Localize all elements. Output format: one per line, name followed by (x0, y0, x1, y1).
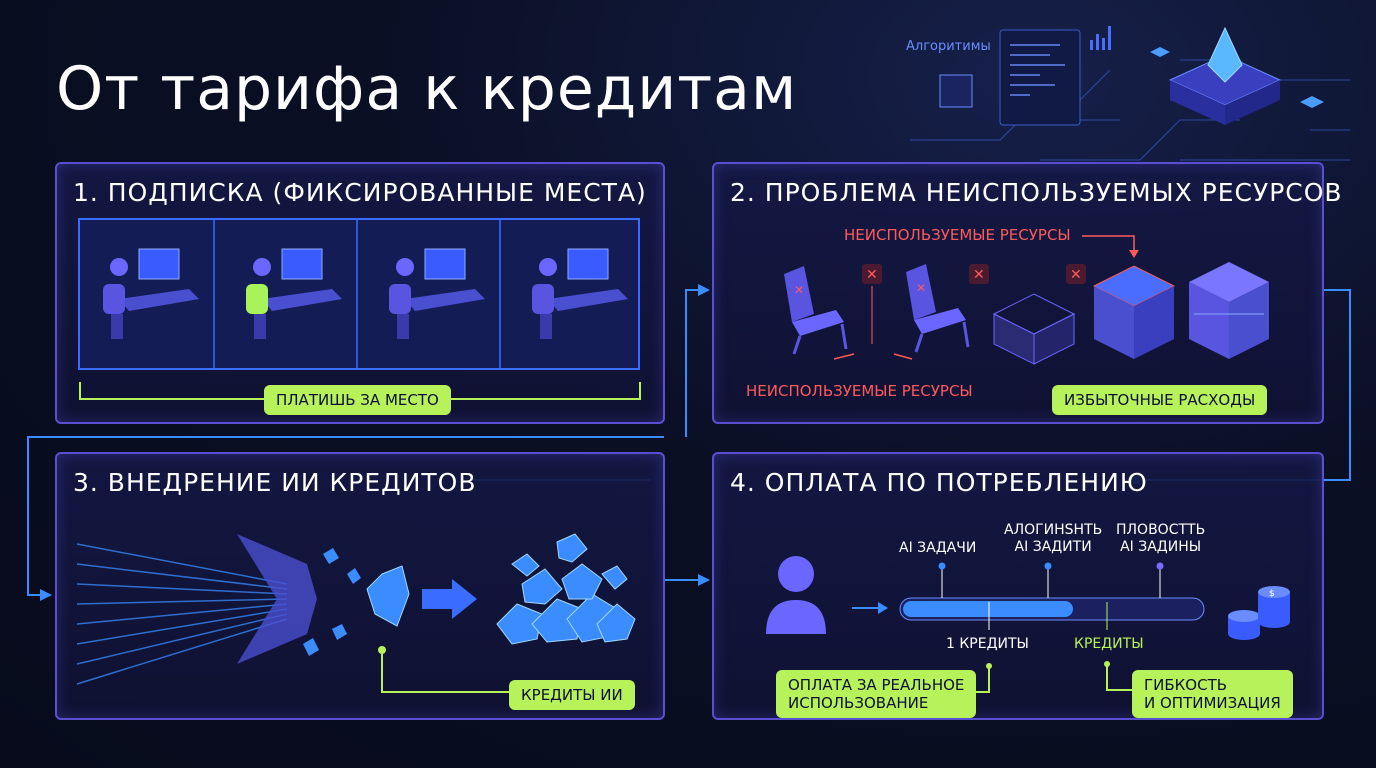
svg-text:$: $ (1269, 589, 1275, 599)
pay-per-seat-badge: ПЛАТИШЬ ЗА МЕСТО (264, 385, 451, 415)
panel-ai-credits-title: 3. ВНЕДРЕНИЕ ИИ КРЕДИТОВ (73, 468, 477, 497)
server-rack-icon (1189, 262, 1269, 359)
bar-chart-icon (1090, 26, 1111, 50)
page-title: От тарифа к кредитам (56, 54, 798, 124)
empty-server-icon (992, 293, 1076, 365)
algorithms-label: Алгоритимы (906, 39, 991, 54)
person-at-desk-icon (389, 248, 485, 339)
cube-icon (1300, 96, 1324, 108)
coin-stack-icon: $ (1228, 586, 1290, 640)
person-at-desk-icon (103, 248, 199, 339)
ai-credits-badge: КРЕДИТЫ ИИ (509, 680, 635, 710)
svg-text:✕: ✕ (973, 267, 985, 283)
panel-ai-credits: 3. ВНЕДРЕНИЕ ИИ КРЕДИТОВ (55, 452, 665, 720)
panel-pay-per-use: 4. ОПЛАТА ПО ПОТРЕБЛЕНИЮ AI ЗАДАЧИ АЛОГИ… (712, 452, 1324, 720)
pay-for-actual-use-line1: ОПЛАТА ЗА РЕАЛЬНОЕ (788, 676, 965, 694)
pay-for-actual-use-line2: ИСПОЛЬЗОВАНИЕ (788, 694, 929, 712)
partially-used-server-icon (1092, 265, 1176, 359)
panel-pay-per-use-title: 4. ОПЛАТА ПО ПОТРЕБЛЕНИЮ (730, 468, 1148, 497)
svg-text:✕: ✕ (1070, 267, 1082, 283)
svg-text:✕: ✕ (794, 283, 804, 297)
panel-subscription-title: 1. ПОДПИСКА (ФИКСИРОВАННЫЕ МЕСТА) (73, 178, 647, 207)
tech-illustration: Алгоритимы (906, 26, 1350, 161)
close-icon: ✕ (862, 264, 882, 284)
person-at-desk-icon (532, 248, 628, 339)
flexibility-line1: ГИБКОСТЬ (1144, 676, 1228, 694)
excess-costs-badge: ИЗБЫТОЧНЫЕ РАСХОДЫ (1052, 385, 1268, 415)
panel-unused-resources: 2. ПРОБЛЕМА НЕИСПОЛЬЗУЕМЫХ РЕСУРСОВ НЕИС… (712, 162, 1342, 424)
panel-subscription: 1. ПОДПИСКА (ФИКСИРОВАННЫЕ МЕСТА) (55, 162, 665, 424)
task-label-2-line1: АЛОГИНЅНТЬ (1004, 522, 1103, 538)
chip-icon (939, 74, 973, 108)
task-label-2: АЛОГИНЅНТЬ AI ЗАДИТИ (1004, 522, 1102, 556)
person-at-desk-icon (246, 248, 342, 339)
usage-bar-fill (903, 601, 1073, 617)
unused-resources-label-top: НЕИСПОЛЬЗУЕМЫЕ РЕСУРСЫ (844, 226, 1071, 244)
pay-for-actual-use-badge: ОПЛАТА ЗА РЕАЛЬНОЕ ИСПОЛЬЗОВАНИЕ (776, 670, 977, 718)
credits-label-2: КРЕДИТЫ (1074, 636, 1144, 652)
ai-credits-illustration (76, 533, 636, 693)
credits-label-1: 1 КРЕДИТЫ (946, 636, 1029, 652)
crystal-icon (366, 565, 410, 627)
empty-chair-icon: ✕ (906, 264, 970, 353)
unused-resources-label-bottom: НЕИСПОЛЬЗУЕМЫЕ РЕСУРСЫ (746, 382, 973, 400)
flexibility-line2: И ОПТИМИЗАЦИЯ (1144, 694, 1281, 712)
bracket-line (79, 382, 641, 400)
task-label-1: AI ЗАДАЧИ (899, 540, 977, 556)
svg-text:✕: ✕ (916, 281, 926, 295)
close-icon: ✕ (969, 264, 989, 284)
user-icon (766, 556, 826, 634)
task-label-3-line2: AI ЗАДИНЫ (1120, 539, 1202, 555)
task-label-3: ПЛОВОСТТЬ AI ЗАДИНЫ (1116, 522, 1205, 556)
unused-resources-illustration: ✕ ✕ ✕ ✕ ✕ (784, 235, 1269, 365)
close-icon: ✕ (1066, 264, 1086, 284)
task-label-2-line2: AI ЗАДИТИ (1014, 539, 1092, 555)
usage-meter-illustration: $ (766, 556, 1290, 693)
panel-unused-resources-title: 2. ПРОБЛЕМА НЕИСПОЛЬЗУЕМЫХ РЕСУРСОВ (730, 178, 1343, 207)
crystal-platform-icon (1168, 26, 1282, 125)
flexibility-badge: ГИБКОСТЬ И ОПТИМИЗАЦИЯ (1132, 670, 1293, 718)
empty-chair-icon: ✕ (784, 266, 848, 355)
code-window (999, 29, 1081, 126)
task-label-3-line1: ПЛОВОСТТЬ (1116, 522, 1206, 538)
crystal-pile-icon (496, 533, 636, 645)
arrow-right-icon (422, 579, 477, 619)
svg-text:✕: ✕ (866, 267, 878, 283)
workstations-illustration (78, 218, 640, 370)
